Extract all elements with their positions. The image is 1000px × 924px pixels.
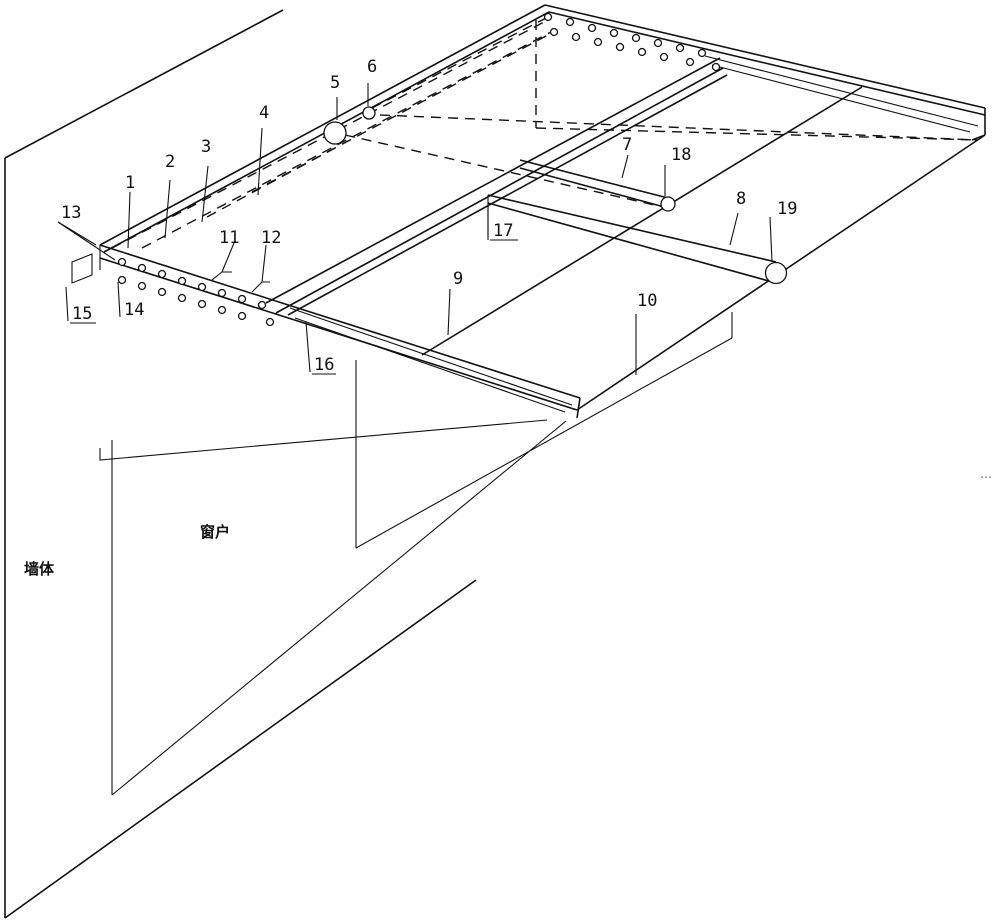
label-7: 7 — [622, 135, 632, 155]
bars — [421, 86, 863, 356]
roller-19 — [764, 261, 788, 285]
label-12: 12 — [261, 228, 281, 248]
window-label: 窗户 — [200, 523, 230, 541]
label-14: 14 — [124, 300, 144, 320]
ellipsis-mark: … — [980, 467, 992, 481]
label-1: 1 — [125, 173, 135, 193]
leader-lines — [57, 83, 773, 375]
label-3: 3 — [201, 137, 211, 157]
holes-right — [543, 12, 721, 72]
roller-5 — [323, 121, 347, 145]
label-2: 2 — [165, 152, 175, 172]
wall-label: 墙体 — [24, 560, 55, 578]
label-10: 10 — [637, 291, 657, 311]
label-11: 11 — [219, 228, 239, 248]
label-18: 18 — [671, 145, 691, 165]
hidden-lines — [111, 16, 979, 249]
label-4: 4 — [259, 103, 269, 123]
holes-left — [117, 257, 275, 327]
label-15: 15 — [72, 304, 92, 324]
label-5: 5 — [330, 73, 340, 93]
label-16: 16 — [314, 355, 334, 375]
label-13: 13 — [61, 203, 81, 223]
label-6: 6 — [367, 57, 377, 77]
roller-6 — [362, 106, 376, 120]
label-17: 17 — [493, 221, 513, 241]
wall-outline — [4, 9, 477, 919]
rollers — [323, 106, 788, 285]
label-19: 19 — [777, 199, 797, 219]
awning-frame — [99, 4, 986, 419]
label-8: 8 — [736, 189, 746, 209]
part-numbers: 1 2 3 4 5 6 7 8 9 10 11 12 13 14 15 16 1… — [61, 57, 797, 375]
label-underlines — [70, 239, 518, 375]
label-9: 9 — [453, 269, 463, 289]
fittings — [71, 253, 270, 293]
window-outline — [99, 312, 733, 796]
roller-18 — [660, 196, 676, 212]
